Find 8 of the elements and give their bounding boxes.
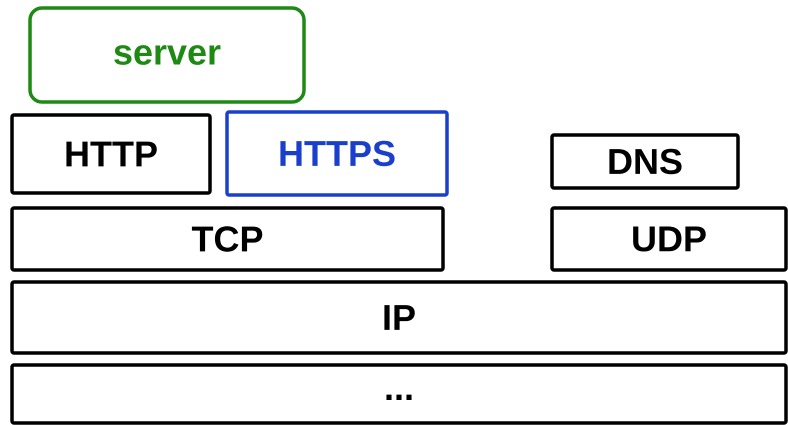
protocol-box: HTTP [10,113,212,195]
protocol-box: ... [10,363,788,425]
protocol-box: IP [10,280,788,355]
protocol-box: TCP [10,206,445,272]
layer-box: server [28,6,306,104]
protocol-box: DNS [550,133,740,190]
protocol-box: UDP [550,206,788,272]
protocol-box: HTTPS [225,110,449,197]
